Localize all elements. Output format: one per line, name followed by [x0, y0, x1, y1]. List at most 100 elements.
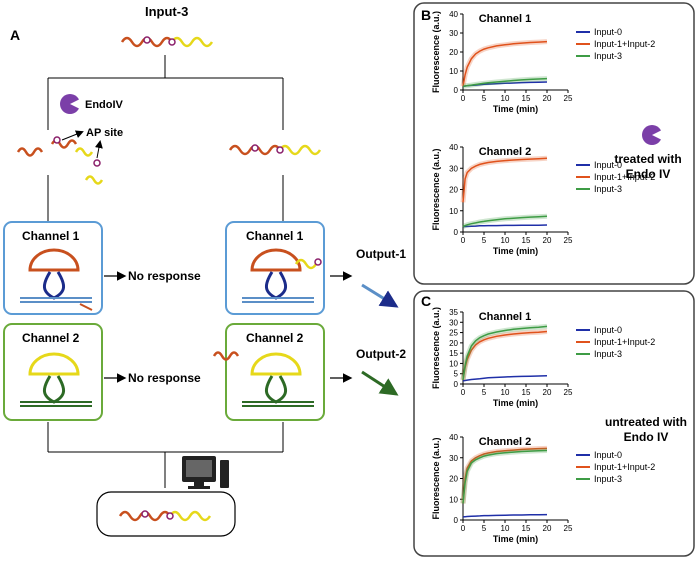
legend-label: Input-3 [594, 474, 622, 484]
chart-title: Channel 1 [479, 13, 532, 25]
output1-strand [361, 283, 399, 308]
panel-a-letter: A [10, 27, 20, 43]
series-line-1 [462, 40, 548, 87]
x-tick-label: 10 [501, 524, 510, 533]
y-tick-label: 20 [449, 186, 458, 195]
y-tick-label: 30 [449, 454, 458, 463]
x-tick-label: 25 [564, 524, 573, 533]
panel-b-letter: B [421, 7, 431, 23]
y-tick-label: 0 [454, 516, 459, 525]
x-tick-label: 25 [564, 236, 573, 245]
panel-b-side-label-2: Endo IV [626, 167, 671, 181]
channel2-box-right [225, 323, 325, 421]
y-tick-label: 10 [449, 495, 458, 504]
channel2-hairpin-left [20, 352, 92, 407]
endoiv-enzyme-icon [60, 94, 82, 114]
input3-strand-bottom [118, 510, 212, 522]
y-tick-label: 0 [454, 380, 459, 389]
x-tick-label: 15 [522, 524, 531, 533]
series-line-2 [462, 449, 548, 504]
legend-label: Input-3 [594, 184, 622, 194]
tree-lines [47, 55, 284, 488]
legend-label: Input-0 [594, 325, 622, 335]
input3-label: Input-3 [145, 4, 188, 19]
x-tick-label: 5 [482, 94, 487, 103]
x-tick-label: 20 [543, 236, 552, 245]
x-tick-label: 10 [501, 94, 510, 103]
series-line-2 [462, 325, 548, 381]
chart-title: Channel 2 [479, 436, 532, 448]
y-tick-label: 10 [449, 207, 458, 216]
x-tick-label: 0 [461, 236, 466, 245]
series-line-1 [462, 330, 548, 381]
chart-title: Channel 2 [479, 146, 532, 158]
x-tick-label: 0 [461, 524, 466, 533]
x-tick-label: 25 [564, 388, 573, 397]
computer-icon [182, 456, 229, 489]
legend-label: Input-3 [594, 349, 622, 359]
x-tick-label: 15 [522, 94, 531, 103]
legend-label: Input-1+Input-2 [594, 462, 655, 472]
channel1-box-left [3, 221, 103, 315]
legend-label: Input-0 [594, 160, 622, 170]
x-tick-label: 15 [522, 236, 531, 245]
y-tick-label: 15 [449, 349, 458, 358]
panel-b-side-label-1: treated with [614, 152, 681, 166]
series-line-0 [462, 375, 548, 382]
ap-site-label: AP site [86, 127, 123, 139]
x-tick-label: 0 [461, 94, 466, 103]
y-tick-label: 25 [449, 329, 458, 338]
panel-c-side-label-2: Endo IV [624, 430, 669, 444]
x-tick-label: 0 [461, 388, 466, 397]
panel-a: A Input-3 EndoIV [3, 4, 406, 537]
panel-b-frame [413, 2, 695, 285]
y-tick-label: 0 [454, 86, 459, 95]
channel1-box-right [225, 221, 325, 315]
x-tick-label: 15 [522, 388, 531, 397]
legend-label: Input-0 [594, 450, 622, 460]
legend-label: Input-3 [594, 51, 622, 61]
legend-label: Input-0 [594, 27, 622, 37]
channel1-hairpin-left [20, 248, 93, 311]
endoiv-label: EndoIV [85, 99, 124, 111]
panel-c-side-label-1: untreated with [605, 415, 687, 429]
channel1-hairpin-right [242, 248, 322, 303]
y-axis-label: Fluorescence (a.u.) [431, 148, 441, 230]
x-tick-label: 25 [564, 94, 573, 103]
series-line-2 [462, 77, 548, 87]
cleaved-fragments [16, 130, 104, 185]
y-axis-label: Fluorescence (a.u.) [431, 307, 441, 389]
y-axis-label: Fluorescence (a.u.) [431, 11, 441, 93]
series-line-1 [462, 157, 548, 203]
x-tick-label: 20 [543, 388, 552, 397]
series-line-0 [462, 513, 548, 518]
series-line-0 [462, 224, 548, 228]
x-tick-label: 5 [482, 236, 487, 245]
channel2-hairpin-right [212, 351, 314, 407]
channel1-label-right: Channel 1 [246, 229, 304, 243]
input3-strand-top [120, 36, 214, 48]
y-tick-label: 40 [449, 10, 458, 19]
y-tick-label: 0 [454, 228, 459, 237]
x-tick-label: 20 [543, 524, 552, 533]
x-tick-label: 10 [501, 388, 510, 397]
bottom-strand-box [96, 491, 236, 537]
chart-title: Channel 1 [479, 311, 532, 323]
x-axis-label: Time (min) [493, 104, 538, 114]
x-axis-label: Time (min) [493, 534, 538, 544]
series-line-1 [462, 447, 548, 504]
no-response-label-1: No response [128, 269, 201, 283]
channel2-box-left [3, 323, 103, 421]
channel2-label-left: Channel 2 [22, 331, 80, 345]
input3-strand-right [228, 144, 322, 156]
legend-label: Input-1+Input-2 [594, 39, 655, 49]
y-tick-label: 20 [449, 475, 458, 484]
legend-label: Input-1+Input-2 [594, 337, 655, 347]
y-tick-label: 30 [449, 29, 458, 38]
y-tick-label: 40 [449, 143, 458, 152]
x-tick-label: 10 [501, 236, 510, 245]
